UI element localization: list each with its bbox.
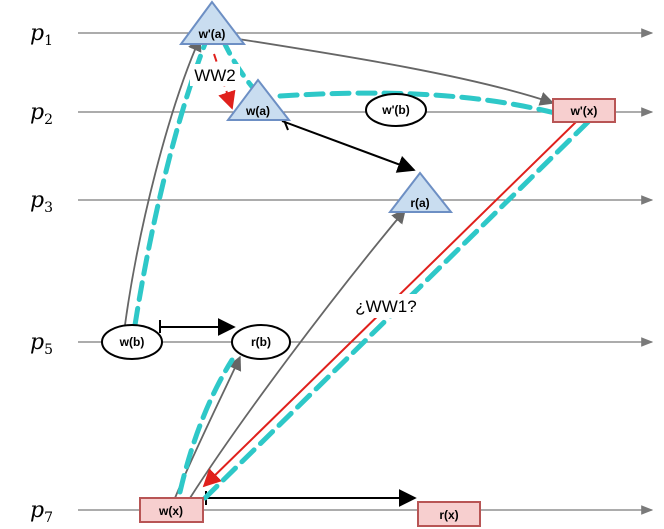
ww2-label-bg [190,64,240,86]
event-label-w-x: w(x) [158,504,183,518]
highlight-wx-to-rb [177,357,235,495]
event-w-a: w(a) [226,78,292,121]
ellipse-w-b [101,324,163,360]
triangle-w-prime-a [179,0,247,45]
process-label-p5: p5 [30,330,53,358]
event-label-w-prime-a: w'(a) [198,27,226,41]
ww1-label: ¿WW1? [355,297,416,316]
event-r-b: r(b) [231,324,291,360]
event-nodes: w'(a) w(a) w'(b) w'(x) r(a) w(b) r(b) [101,0,616,527]
tick-wa [283,119,289,131]
event-w-prime-b: w'(b) [365,93,427,127]
ellipse-w-prime-b [365,93,427,127]
highlight-path [132,33,591,501]
ww2-label: WW2 [194,66,236,85]
event-w-prime-a: w'(a) [179,0,247,45]
event-w-x: w(x) [139,497,204,523]
process-label-p7: p7 [30,498,53,526]
event-label-w-prime-x: w'(x) [570,104,598,118]
box-w-x [139,497,204,523]
event-r-a: r(a) [387,171,454,213]
process-label-p2: p2 [30,100,53,128]
causal-wa-to-ra [281,120,416,173]
event-w-b: w(b) [101,324,163,360]
ellipse-r-b [231,324,291,360]
box-r-x [417,501,481,527]
event-label-w-a: w(a) [245,104,270,118]
msg-wb-to-wprime-a [124,36,202,326]
event-label-r-x: r(x) [439,508,458,522]
process-label-p1: p1 [30,21,53,49]
triangle-w-a [226,78,292,121]
highlight-wa-to-wprime-x [277,90,558,116]
event-r-x: r(x) [417,501,481,527]
event-label-r-b: r(b) [251,335,271,349]
event-w-prime-x: w'(x) [552,98,616,123]
box-w-prime-x [552,98,616,123]
event-label-w-prime-b: w'(b) [381,103,410,117]
causal-arrows [160,120,417,507]
process-label-p3: p3 [30,188,53,216]
event-label-w-b: w(b) [119,335,145,349]
message-arrows [124,36,555,499]
msg-wprime-a-to-wprime-x [231,37,555,106]
annotations: WW2 ¿WW1? [190,64,422,318]
process-labels: p1 p2 p3 p5 p7 [30,21,53,526]
triangle-r-a [387,171,454,213]
event-label-r-a: r(a) [410,196,429,210]
msg-wx-to-ra [189,208,406,499]
ww1-label-bg [350,294,422,318]
